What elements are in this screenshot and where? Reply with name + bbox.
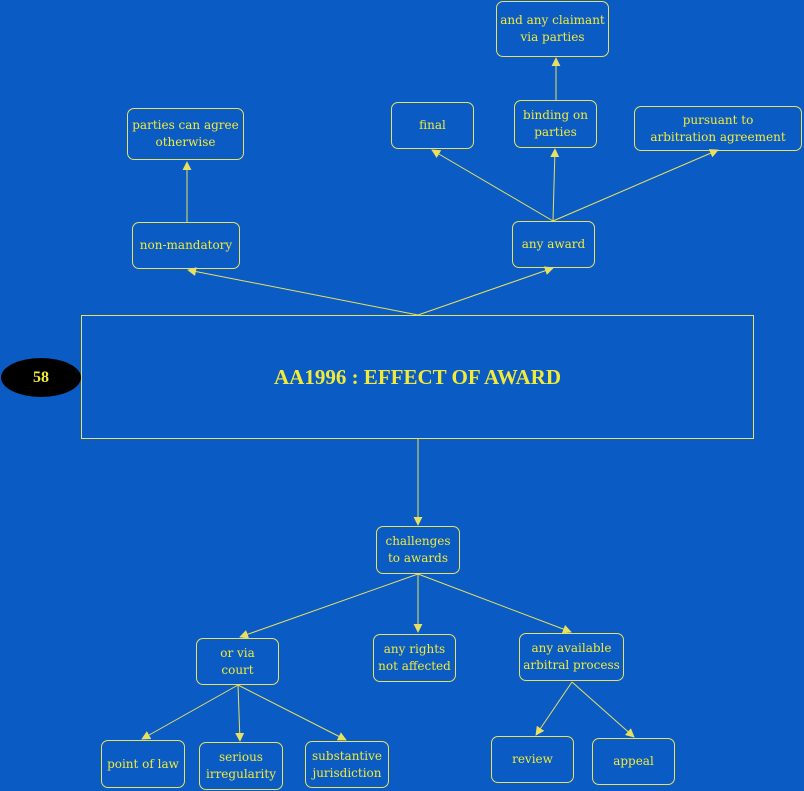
node-serious-irregularity: serious irregularity (199, 742, 283, 790)
node-arbitral-process: any available arbitral process (519, 633, 624, 681)
node-parties-can-agree: parties can agree otherwise (127, 108, 244, 160)
node-point-of-law: point of law (101, 740, 185, 788)
node-final: final (391, 102, 474, 149)
node-appeal: appeal (592, 738, 675, 785)
main-topic-title: AA1996 : EFFECT OF AWARD (273, 364, 562, 389)
edge-court-to-point-of-law (141, 684, 239, 740)
edge-challenges-to-court (239, 573, 419, 639)
node-review: review (491, 736, 574, 783)
node-pursuant-to-agreement: pursuant to arbitration agreement (634, 106, 802, 151)
edge-court-to-serious (235, 684, 245, 742)
edge-court-to-substantive (237, 684, 347, 741)
edge-challenges-to-arbitral (417, 573, 572, 634)
node-challenges-to-awards: challenges to awards (376, 526, 460, 574)
edge-arbitral-to-appeal (571, 681, 635, 738)
node-or-via-court: or via court (196, 638, 279, 685)
node-any-rights-not-affected: any rights not affected (373, 634, 456, 682)
node-any-award: any award (512, 221, 595, 268)
edge-main-to-non-mandatory (187, 267, 419, 316)
node-substantive-jurisdiction: substantive jurisdiction (305, 741, 389, 788)
node-non-mandatory: non-mandatory (132, 222, 240, 269)
main-topic-box: AA1996 : EFFECT OF AWARD (81, 315, 754, 439)
slide-number-badge: 58 (1, 358, 81, 397)
edge-any-award-to-pursuant (552, 149, 719, 222)
edge-any-award-to-binding (550, 148, 560, 222)
edge-arbitral-to-review (535, 681, 573, 736)
node-any-claimant: and any claimant via parties (496, 1, 609, 57)
edge-main-to-any-award (417, 266, 554, 316)
edge-any-award-to-final (431, 149, 554, 222)
node-binding-on-parties: binding on parties (514, 100, 597, 148)
